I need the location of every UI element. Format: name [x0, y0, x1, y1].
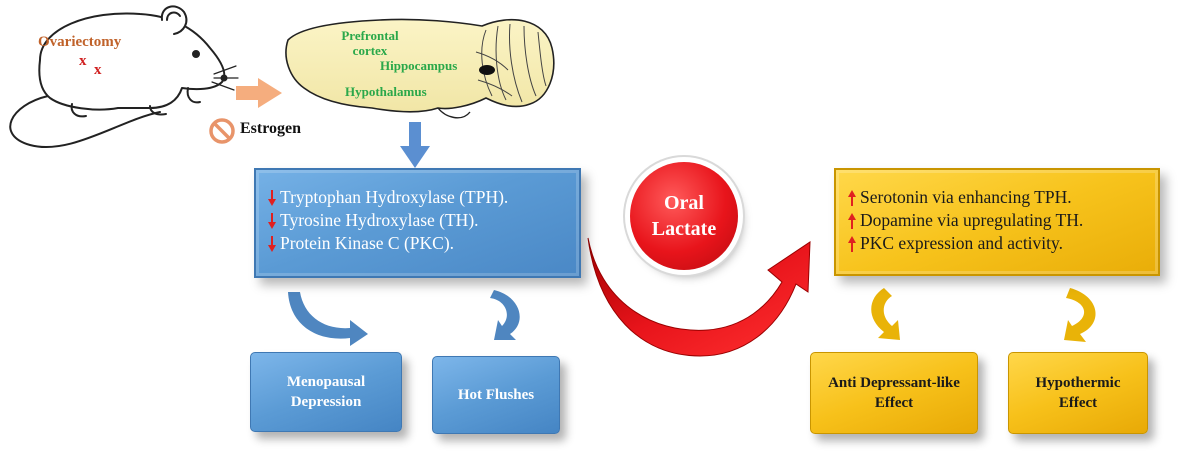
decrease-item-text: Protein Kinase C (PKC). [280, 233, 455, 253]
decrease-item-text: Tyrosine Hydroxylase (TH). [280, 210, 479, 230]
mouse-illustration [9, 5, 239, 148]
red-curved-arrow-icon [587, 237, 811, 357]
effect-box-menopausal-depression: Menopausal Depression [250, 352, 402, 432]
down-arrow-icon [268, 236, 276, 252]
up-arrow-icon [848, 190, 856, 206]
brain-illustration [285, 18, 555, 119]
increase-list: Serotonin via enhancing TPH. Dopamine vi… [848, 186, 1083, 255]
increase-item-text: PKC expression and activity. [860, 233, 1064, 253]
list-item: Serotonin via enhancing TPH. [848, 186, 1083, 209]
list-item: PKC expression and activity. [848, 232, 1083, 255]
surgery-mark: x [79, 53, 87, 69]
effect-label: Menopausal Depression [286, 374, 366, 410]
decrease-item-text: Tryptophan Hydroxylase (TPH). [280, 187, 509, 207]
effect-label: Anti Depressant-like Effect [828, 375, 960, 411]
effect-label: Hot Flushes [457, 387, 535, 403]
down-arrow-icon [268, 213, 276, 229]
estrogen-label: Estrogen [240, 120, 302, 137]
increase-item-text: Dopamine via upregulating TH. [860, 210, 1084, 230]
oral-lactate-badge: Oral Lactate [630, 162, 738, 270]
list-item: Tyrosine Hydroxylase (TH). [268, 209, 508, 232]
blue-curved-arrow-right-icon [490, 290, 520, 340]
list-item: Dopamine via upregulating TH. [848, 209, 1083, 232]
effect-label: Hypothermic Effect [1035, 375, 1121, 411]
ovariectomy-label: Ovariectomy [38, 34, 122, 50]
brain-region-hippocampus: Hippocampus [380, 58, 458, 73]
decrease-list: Tryptophan Hydroxylase (TPH). Tyrosine H… [268, 186, 508, 255]
no-symbol-icon [209, 118, 235, 144]
list-item: Protein Kinase C (PKC). [268, 232, 508, 255]
increase-panel: Serotonin via enhancing TPH. Dopamine vi… [834, 168, 1160, 276]
decrease-panel: Tryptophan Hydroxylase (TPH). Tyrosine H… [254, 168, 581, 278]
effect-box-anti-depressant: Anti Depressant-like Effect [810, 352, 978, 434]
blue-down-arrow-icon [400, 122, 430, 168]
oral-lactate-label: Oral Lactate [651, 192, 717, 240]
down-arrow-icon [268, 190, 276, 206]
list-item: Tryptophan Hydroxylase (TPH). [268, 186, 508, 209]
yellow-curved-arrow-right-icon [1064, 288, 1096, 342]
brain-region-hypothalamus: Hypothalamus [345, 84, 427, 99]
increase-item-text: Serotonin via enhancing TPH. [860, 187, 1072, 207]
yellow-curved-arrow-left-icon [871, 288, 900, 340]
up-arrow-icon [848, 213, 856, 229]
effect-box-hypothermic: Hypothermic Effect [1008, 352, 1148, 434]
brain-region-prefrontal-cortex: Prefrontal cortex [341, 28, 399, 58]
effect-box-hot-flushes: Hot Flushes [432, 356, 560, 434]
surgery-mark: x [94, 62, 102, 78]
up-arrow-icon [848, 236, 856, 252]
orange-arrow-icon [236, 78, 282, 108]
blue-curved-arrow-left-icon [288, 292, 368, 346]
